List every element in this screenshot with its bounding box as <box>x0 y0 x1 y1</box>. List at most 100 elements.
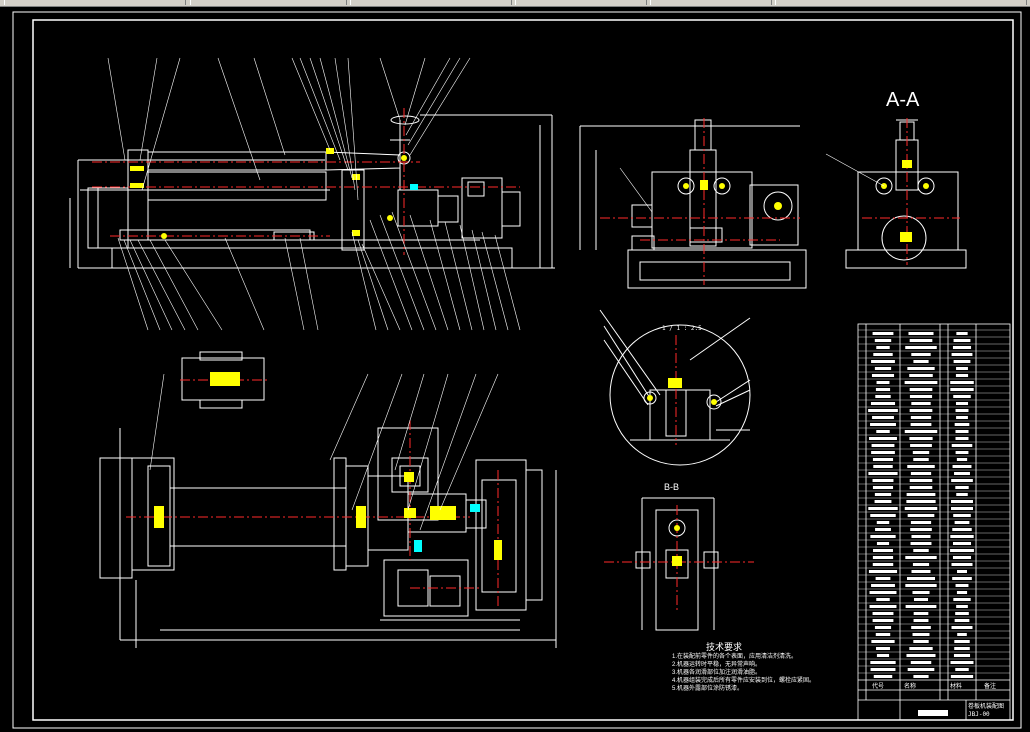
parts-list-cell-text-block <box>874 500 892 503</box>
toolbar-tab[interactable] <box>650 0 772 5</box>
parts-list-cell-text-block <box>910 521 932 524</box>
parts-list-cell-text-block <box>874 493 892 496</box>
parts-list-cell-text-block <box>872 619 894 622</box>
parts-list-cell-text-block <box>913 549 929 552</box>
notes-heading: 技术要求 <box>706 641 742 652</box>
parts-list-cell-text-block <box>875 577 891 580</box>
parts-list-cell-text-block <box>871 451 895 454</box>
parts-list-cell-text-block <box>955 612 969 615</box>
parts-list-cell-text-block <box>909 479 933 482</box>
front-elevation-highlights <box>130 148 418 239</box>
section-a-a-leader <box>825 153 885 187</box>
parts-list-cell-text-block <box>953 514 971 517</box>
parts-list-cell-text-block <box>868 570 898 573</box>
parts-list-cell-text-block <box>956 332 968 335</box>
toolbar-tab[interactable] <box>190 0 347 5</box>
parts-list-cell-text-block <box>870 668 896 671</box>
parts-list-cell-text-block <box>904 381 938 384</box>
parts-list-cell-text-block <box>911 626 931 629</box>
front-elevation-centerlines <box>92 108 520 255</box>
parts-list-cell-text-block <box>872 556 894 559</box>
plan-view-leaders <box>149 373 499 531</box>
parts-list-cell-text-block <box>870 535 896 538</box>
parts-list-cell-text-block <box>875 633 891 636</box>
parts-list-cell-text-block <box>906 493 936 496</box>
section-a-a-label: A-A <box>886 89 920 111</box>
parts-list-cell-text-block <box>905 605 937 608</box>
parts-list-header: 代号 名称 材料 备注 <box>872 682 996 690</box>
parts-list-cell-text-block <box>869 437 897 440</box>
parts-list-cell-text-block <box>954 647 970 650</box>
parts-list-rows <box>858 329 1010 678</box>
parts-list-cell-text-block <box>869 591 897 594</box>
parts-list-cell-text-block <box>908 332 934 335</box>
notes-line: 4.机器组装完成后所有零件应安装到位，螺栓应紧固。 <box>672 676 815 684</box>
parts-list-cell-text-block <box>907 668 935 671</box>
parts-list-cell-text-block <box>952 577 972 580</box>
parts-list-cell-text-block <box>873 675 893 678</box>
parts-list-cell-text-block <box>912 633 930 636</box>
parts-list-cell-text-block <box>952 528 972 531</box>
parts-list-cell-text-block <box>874 626 892 629</box>
toolbar-tab[interactable] <box>775 0 1027 5</box>
parts-list-cell-text-block <box>952 542 972 545</box>
parts-list-cell-text-block <box>953 360 971 363</box>
parts-list-cell-text-block <box>913 675 929 678</box>
parts-list-cell-text-block <box>951 479 973 482</box>
parts-list-cell-text-block <box>951 507 973 510</box>
toolbar-tab[interactable] <box>515 0 647 5</box>
plan-view-highlights <box>154 372 502 560</box>
parts-list-cell-text-block <box>868 409 898 412</box>
toolbar-tab[interactable] <box>4 0 186 5</box>
parts-list-cell-text-block <box>905 584 937 587</box>
parts-list-cell-text-block <box>905 556 937 559</box>
parts-list-cell-text-block <box>911 535 931 538</box>
parts-list-cell-text-block <box>910 661 932 664</box>
parts-list-cell-text-block <box>871 640 895 643</box>
parts-list-cell-text-block <box>950 388 974 391</box>
parts-list-cell-text-block <box>950 661 974 664</box>
parts-list-cell-text-block <box>954 521 970 524</box>
parts-list-cell-text-block <box>955 437 969 440</box>
parts-list-cell-text-block <box>872 416 894 419</box>
section-b-b-highlights <box>672 525 682 566</box>
parts-list-cell-text-block <box>954 640 970 643</box>
sheet-inner-border <box>32 19 1014 721</box>
parts-list-cell-text-block <box>913 458 929 461</box>
parts-list-cell-text-block <box>953 598 971 601</box>
parts-list-cell-text-block <box>868 472 898 475</box>
parts-list-cell-text-block <box>956 591 968 594</box>
parts-list-cell-text-block <box>875 388 891 391</box>
parts-list-cell-text-block <box>871 374 895 377</box>
parts-list-cell-text-block <box>910 542 932 545</box>
parts-list-cell-text-block <box>909 647 933 650</box>
parts-list-cell-text-block <box>874 367 892 370</box>
parts-list-cell-text-block <box>909 409 933 412</box>
parts-list-cell-text-block <box>873 549 893 552</box>
parts-list-cell-text-block <box>955 584 969 587</box>
side-elevation-view <box>579 119 807 289</box>
drawing-number: JBJ-00 <box>968 711 990 718</box>
parts-list-cell-text-block <box>909 437 933 440</box>
parts-list-cell-text-block <box>951 353 973 356</box>
parts-list-cell-text-block <box>956 367 968 370</box>
parts-list-cell-text-block <box>912 451 930 454</box>
parts-list-cell-text-block <box>872 563 894 566</box>
parts-list-cell-text-block <box>876 430 890 433</box>
parts-list-cell-text-block <box>957 633 967 636</box>
parts-list-cell-text-block <box>906 577 936 580</box>
parts-list-cell-text-block <box>953 395 971 398</box>
parts-list-cell-text-block <box>953 339 971 342</box>
parts-list-cell-text-block <box>956 416 968 419</box>
parts-list-cell-text-block <box>911 570 931 573</box>
parts-list-cell-text-block <box>911 353 931 356</box>
parts-list-cell-text-block <box>909 339 933 342</box>
parts-list-cell-text-block <box>873 353 893 356</box>
parts-list-cell-text-block <box>872 479 894 482</box>
parts-list-cell-text-block <box>876 647 890 650</box>
parts-list-cell-text-block <box>876 521 890 524</box>
parts-list-cell-text-block <box>872 612 894 615</box>
section-b-b-label: B-B <box>664 482 679 492</box>
toolbar-tab[interactable] <box>350 0 512 5</box>
